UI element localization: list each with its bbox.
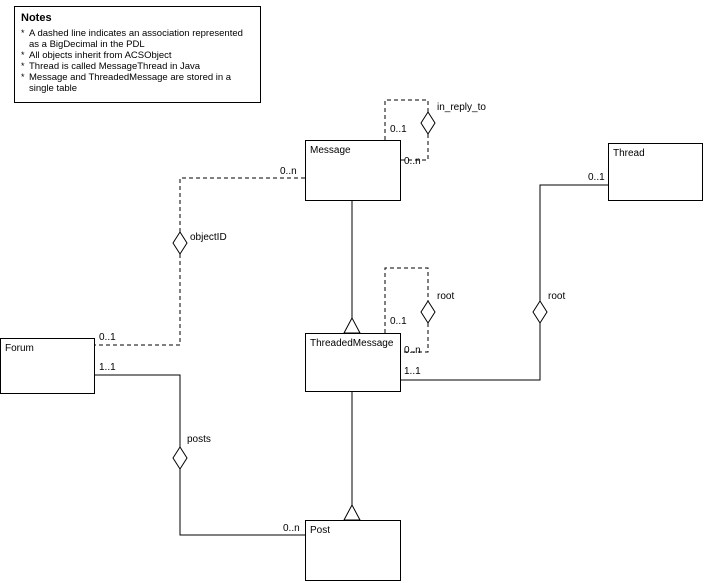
association-label-root-thread: root	[548, 291, 566, 302]
multiplicity-label: 0..n	[404, 156, 421, 167]
class-name: Post	[310, 525, 331, 536]
multiplicity-label: 0..1	[390, 124, 407, 135]
association-objectid	[95, 177, 305, 346]
generalization-triangle-icon	[343, 503, 361, 521]
association-label-objectid: objectID	[190, 232, 227, 243]
aggregation-diamond-icon	[532, 300, 548, 324]
association-root-thread	[401, 184, 608, 381]
association-label-in-reply-to: in_reply_to	[437, 102, 486, 113]
bullet-icon: *	[21, 28, 25, 38]
multiplicity-label: 0..1	[588, 172, 605, 183]
class-name: Thread	[613, 148, 645, 159]
note-item: * A dashed line indicates an association…	[21, 28, 254, 50]
notes-title: Notes	[21, 12, 52, 24]
generalization-triangle-icon	[343, 316, 361, 334]
note-text: All objects inherit from ACSObject	[29, 50, 172, 61]
note-text: Thread is called MessageThread in Java	[29, 61, 201, 72]
aggregation-diamond-icon	[420, 111, 436, 135]
notes-box: Notes * A dashed line indicates an assoc…	[14, 6, 261, 103]
class-box-forum: Forum	[0, 338, 95, 394]
bullet-icon: *	[21, 50, 25, 60]
aggregation-diamond-icon	[172, 231, 188, 255]
bullet-icon: *	[21, 61, 25, 71]
class-box-message: Message	[305, 140, 401, 201]
association-label-posts: posts	[187, 434, 211, 445]
class-box-thread: Thread	[608, 143, 703, 201]
aggregation-diamond-icon	[172, 446, 188, 470]
multiplicity-label: 0..1	[99, 332, 116, 343]
note-item: * Thread is called MessageThread in Java	[21, 61, 254, 72]
note-item: * Message and ThreadedMessage are stored…	[21, 72, 254, 94]
class-box-threadedmessage: ThreadedMessage	[305, 333, 401, 392]
association-posts	[95, 374, 305, 536]
generalization-message-threadedmessage	[343, 201, 361, 334]
multiplicity-label: 0..n	[283, 523, 300, 534]
multiplicity-label: 0..1	[390, 316, 407, 327]
association-label-root-self: root	[437, 291, 455, 302]
class-name: Forum	[5, 343, 34, 354]
note-item: * All objects inherit from ACSObject	[21, 50, 254, 61]
class-box-post: Post	[305, 520, 401, 581]
aggregation-diamond-icon	[420, 300, 436, 324]
class-name: ThreadedMessage	[310, 338, 394, 349]
multiplicity-label: 1..1	[404, 366, 421, 377]
multiplicity-label: 0..n	[404, 345, 421, 356]
note-text: A dashed line indicates an association r…	[29, 28, 243, 50]
association-root-self	[384, 267, 436, 353]
class-name: Message	[310, 145, 351, 156]
association-in-reply-to	[384, 99, 436, 161]
note-text: Message and ThreadedMessage are stored i…	[29, 72, 232, 94]
generalization-threadedmessage-post	[343, 392, 361, 521]
multiplicity-label: 0..n	[280, 166, 297, 177]
bullet-icon: *	[21, 72, 25, 82]
multiplicity-label: 1..1	[99, 362, 116, 373]
